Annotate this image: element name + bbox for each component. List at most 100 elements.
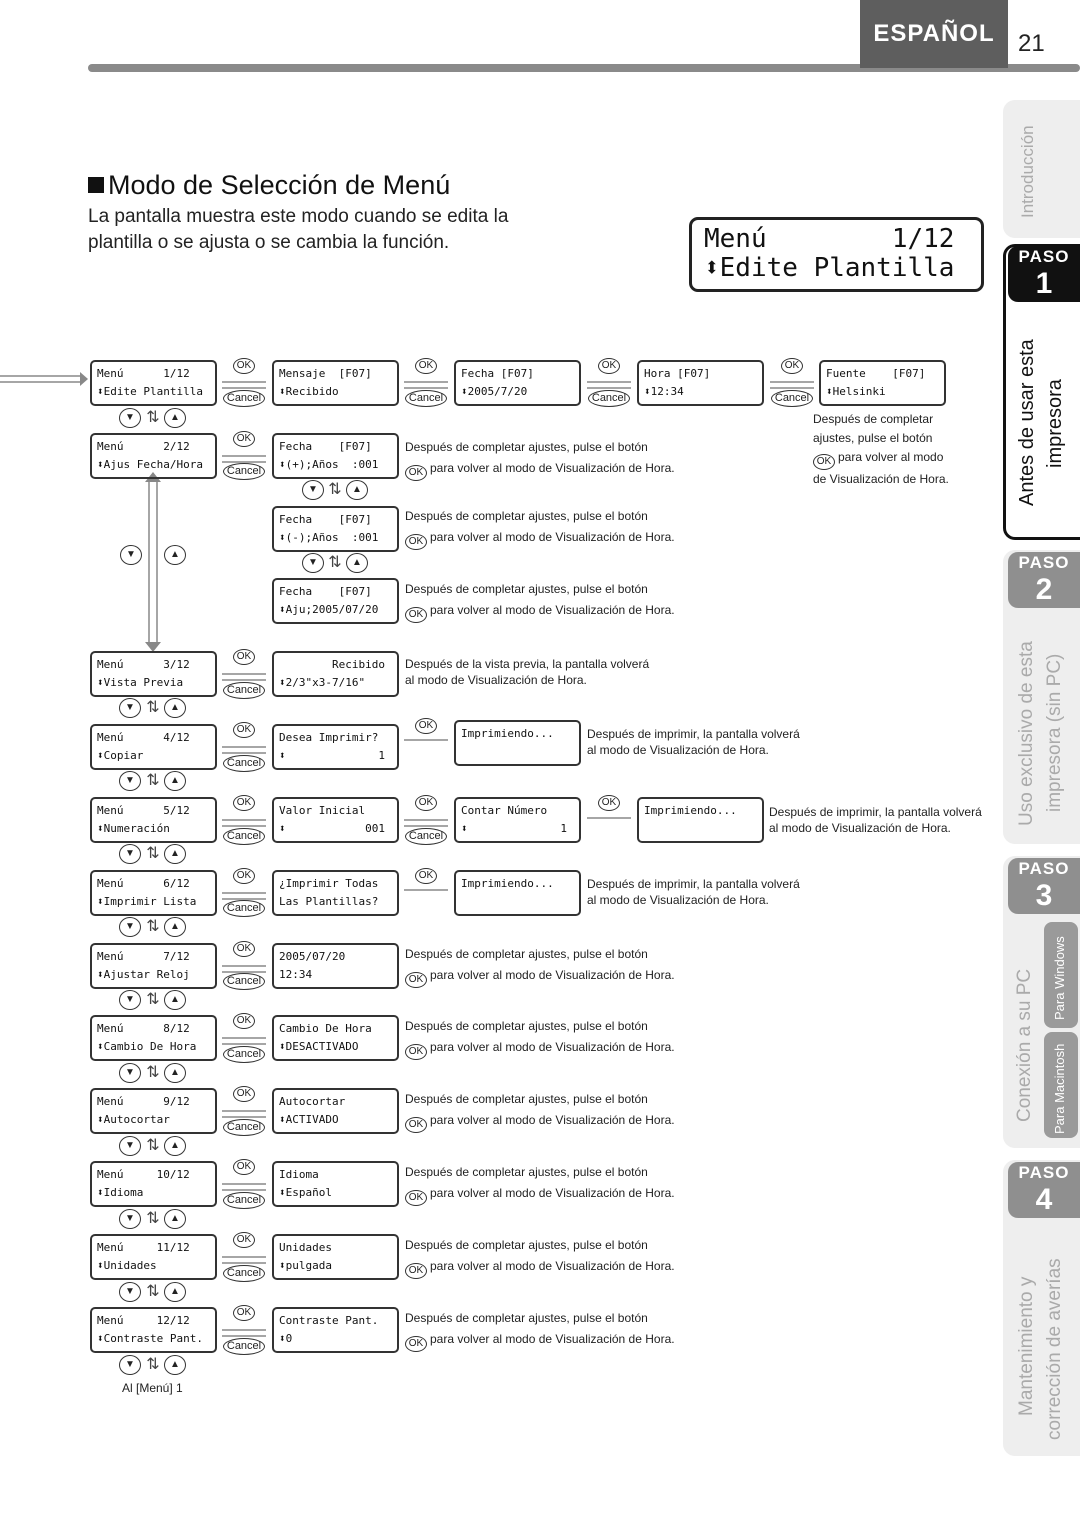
up-arrow-icon[interactable]: ▲: [164, 990, 186, 1010]
down-arrow-icon[interactable]: ▼: [119, 1136, 141, 1156]
down-arrow-icon[interactable]: ▼: [119, 917, 141, 937]
ok-button[interactable]: OK: [405, 1044, 427, 1060]
cancel-button[interactable]: Cancel: [223, 1119, 265, 1136]
cancel-button[interactable]: Cancel: [223, 1046, 265, 1063]
screen-menu-6: Menú 6/12⬍Imprimir Lista: [90, 870, 217, 916]
down-arrow-icon[interactable]: ▼: [119, 1063, 141, 1083]
screen-fecha-plus: Fecha [F07]⬍(+);Años :001: [272, 433, 399, 479]
cancel-button[interactable]: Cancel: [223, 973, 265, 990]
down-arrow-icon[interactable]: ▼: [119, 698, 141, 718]
up-arrow-icon[interactable]: ▲: [164, 408, 186, 428]
note-preview: Después de la vista previa, la pantalla …: [405, 657, 650, 687]
cancel-button[interactable]: Cancel: [223, 682, 265, 699]
ok-button[interactable]: OK: [405, 1263, 427, 1279]
ok-button[interactable]: OK: [233, 722, 255, 738]
intro-text: La pantalla muestra este modo cuando se …: [88, 206, 509, 253]
note-unidades: Después de completar ajustes, pulse el b…: [405, 1236, 675, 1279]
sidebar-tab-para-macintosh[interactable]: [1044, 1032, 1078, 1138]
down-arrow-icon[interactable]: ▼: [119, 771, 141, 791]
cancel-button[interactable]: Cancel: [588, 390, 630, 407]
up-down-arrow-icon: ⇅: [146, 409, 160, 426]
ok-button[interactable]: OK: [598, 358, 620, 374]
ok-button[interactable]: OK: [233, 1086, 255, 1102]
ok-button[interactable]: OK: [233, 1305, 255, 1321]
ok-button[interactable]: OK: [405, 465, 427, 481]
note-autocortar: Después de completar ajustes, pulse el b…: [405, 1090, 675, 1133]
ok-button[interactable]: OK: [415, 868, 437, 884]
ok-button[interactable]: OK: [233, 1232, 255, 1248]
up-arrow-icon[interactable]: ▲: [164, 1063, 186, 1083]
ok-button[interactable]: OK: [233, 1013, 255, 1029]
ok-button[interactable]: OK: [405, 607, 427, 623]
down-arrow-icon[interactable]: ▼: [119, 1209, 141, 1229]
note-fuente: Después de completar ajustes, pulse el b…: [813, 412, 949, 486]
up-arrow-icon[interactable]: ▲: [164, 917, 186, 937]
up-down-arrow-icon: ⇅: [146, 991, 160, 1008]
up-arrow-icon[interactable]: ▲: [164, 771, 186, 791]
up-arrow-icon[interactable]: ▲: [164, 698, 186, 718]
ok-button[interactable]: OK: [415, 358, 437, 374]
sidebar-tab-introduccion[interactable]: [1003, 100, 1080, 238]
cancel-button[interactable]: Cancel: [405, 390, 447, 407]
cancel-button[interactable]: Cancel: [223, 828, 265, 845]
down-arrow-icon[interactable]: ▼: [119, 1355, 141, 1375]
cancel-button[interactable]: Cancel: [223, 390, 265, 407]
cancel-button[interactable]: Cancel: [223, 1265, 265, 1282]
ok-button[interactable]: OK: [405, 1336, 427, 1352]
down-arrow-icon[interactable]: ▼: [119, 408, 141, 428]
cancel-button[interactable]: Cancel: [223, 463, 265, 480]
cancel-button[interactable]: Cancel: [223, 755, 265, 772]
down-arrow-icon[interactable]: ▼: [120, 545, 142, 565]
ok-button[interactable]: OK: [233, 795, 255, 811]
up-down-arrow-icon: ⇅: [146, 1356, 160, 1373]
screen-menu-2: Menú 2/12⬍Ajus Fecha/Hora: [90, 433, 217, 479]
cancel-button[interactable]: Cancel: [223, 1338, 265, 1355]
sidebar-label-paso-1-b: impresora: [1044, 379, 1066, 468]
ok-button[interactable]: OK: [405, 972, 427, 988]
ok-button[interactable]: OK: [233, 1159, 255, 1175]
screen-menu-9: Menú 9/12⬍Autocortar: [90, 1088, 217, 1134]
note-cambio-hora: Después de completar ajustes, pulse el b…: [405, 1017, 675, 1060]
down-arrow-icon[interactable]: ▼: [119, 844, 141, 864]
ok-button[interactable]: OK: [405, 534, 427, 550]
ok-button[interactable]: OK: [813, 454, 835, 470]
screen-hora: Hora [F07]⬍12:34: [637, 360, 764, 406]
ok-button[interactable]: OK: [233, 941, 255, 957]
up-arrow-icon[interactable]: ▲: [164, 1136, 186, 1156]
screen-fecha: Fecha [F07]⬍2005/7/20: [454, 360, 581, 406]
up-arrow-icon[interactable]: ▲: [164, 844, 186, 864]
screen-desea-imprimir: Desea Imprimir?⬍ 1: [272, 724, 399, 770]
cancel-button[interactable]: Cancel: [223, 1192, 265, 1209]
ok-button[interactable]: OK: [415, 795, 437, 811]
ok-button[interactable]: OK: [781, 358, 803, 374]
up-arrow-icon[interactable]: ▲: [346, 480, 368, 500]
up-down-arrow-icon: ⇅: [146, 699, 160, 716]
down-arrow-icon[interactable]: ▼: [302, 480, 324, 500]
ok-button[interactable]: OK: [405, 1117, 427, 1133]
ok-button[interactable]: OK: [233, 649, 255, 665]
up-arrow-icon[interactable]: ▲: [164, 1282, 186, 1302]
page-number: 21: [1018, 30, 1045, 57]
cancel-button[interactable]: Cancel: [405, 828, 447, 845]
down-arrow-icon[interactable]: ▼: [119, 1282, 141, 1302]
up-arrow-icon[interactable]: ▲: [346, 553, 368, 573]
cancel-button[interactable]: Cancel: [223, 900, 265, 917]
down-arrow-icon[interactable]: ▼: [302, 553, 324, 573]
ok-button[interactable]: OK: [405, 1190, 427, 1206]
sidebar-label-introduccion: Introducción: [1018, 125, 1037, 218]
up-arrow-icon[interactable]: ▲: [164, 545, 186, 565]
ok-button[interactable]: OK: [233, 358, 255, 374]
up-arrow-icon[interactable]: ▲: [164, 1209, 186, 1229]
screen-fuente: Fuente [F07]⬍Helsinki: [819, 360, 946, 406]
ok-button[interactable]: OK: [415, 718, 437, 734]
up-down-arrow-icon: ⇅: [146, 1210, 160, 1227]
down-arrow-icon[interactable]: ▼: [119, 990, 141, 1010]
up-arrow-icon[interactable]: ▲: [164, 1355, 186, 1375]
cancel-button[interactable]: Cancel: [771, 390, 813, 407]
section-title: Modo de Selección de Menú: [88, 170, 450, 201]
ok-button[interactable]: OK: [598, 795, 620, 811]
sidebar-tab-para-windows[interactable]: [1044, 922, 1078, 1028]
ok-button[interactable]: OK: [233, 431, 255, 447]
sidebar-label-paso-1-a: Antes de usar esta: [1016, 339, 1038, 506]
ok-button[interactable]: OK: [233, 868, 255, 884]
